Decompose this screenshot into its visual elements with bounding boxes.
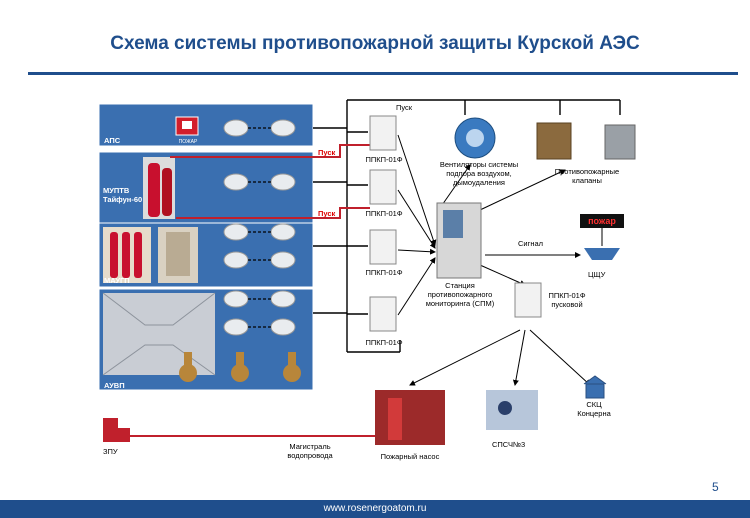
footer-url[interactable]: www.rosenergoatom.ru [323, 503, 427, 514]
fire-valves-label: Противопожарные клапаны [554, 167, 620, 185]
page-title: Схема системы противопожарной защиты Кур… [110, 33, 640, 54]
valve-image-1 [536, 122, 572, 160]
detectors [223, 119, 296, 336]
skts-label: СКЦ Концерна [577, 400, 611, 418]
station-label: Станция противопожарного мониторинга (СП… [425, 281, 495, 308]
valve-image-2 [604, 124, 636, 160]
ppkp-label-2: ППКП-01Ф [365, 209, 403, 218]
zpu-label: ЗПУ [103, 447, 118, 456]
pusk-label-muptv: Пуск [318, 148, 336, 157]
zone-auvp-label: АУВП [104, 381, 125, 390]
ventilators-label: Вентиляторы системы подпора воздухом, ды… [439, 160, 519, 187]
zone-muptv-label: МУПТВ Тайфун-60 [103, 186, 143, 204]
tsshu-label: ЦЩУ [588, 270, 606, 279]
pump-image [375, 390, 445, 445]
signal-lines [313, 99, 621, 353]
pusk-label-maugp: Пуск [318, 209, 336, 218]
cylinder-body [148, 163, 160, 217]
pusk-label-top: Пуск [396, 103, 413, 112]
zpu-icon [103, 418, 130, 442]
title-underline [28, 72, 738, 75]
cylinder-body-2 [162, 168, 172, 216]
page-number: 5 [712, 480, 719, 494]
arrows-to-spm [397, 134, 591, 386]
spsch-image [486, 390, 538, 430]
pump-label: Пожарный насос [380, 452, 440, 461]
main-line-label: Магистраль водопровода [287, 442, 333, 460]
ppkp-boxes [369, 115, 542, 332]
zone-maugp-label: МАУГП [104, 276, 130, 285]
ppkp-label-4: ППКП-01Ф [365, 338, 403, 347]
pozhar-indicator: пожар [580, 214, 624, 228]
speaker-icon [584, 248, 620, 260]
ppkp-label-1: ППКП-01Ф [365, 155, 403, 164]
zone-aps-label: АПС [104, 136, 121, 145]
alarm-box-label: ПОЖАР [178, 139, 198, 145]
sprinklers [179, 352, 301, 382]
spsch-label: СПСЧ№3 [492, 440, 526, 449]
ppkp-label-3: ППКП-01Ф [365, 268, 403, 277]
ppkp-pusk-label: ППКП-01Ф пусковой [548, 291, 586, 309]
signal-label: Сигнал [518, 239, 544, 248]
footer-bar: www.rosenergoatom.ru [0, 500, 750, 518]
building-icon [583, 375, 607, 399]
